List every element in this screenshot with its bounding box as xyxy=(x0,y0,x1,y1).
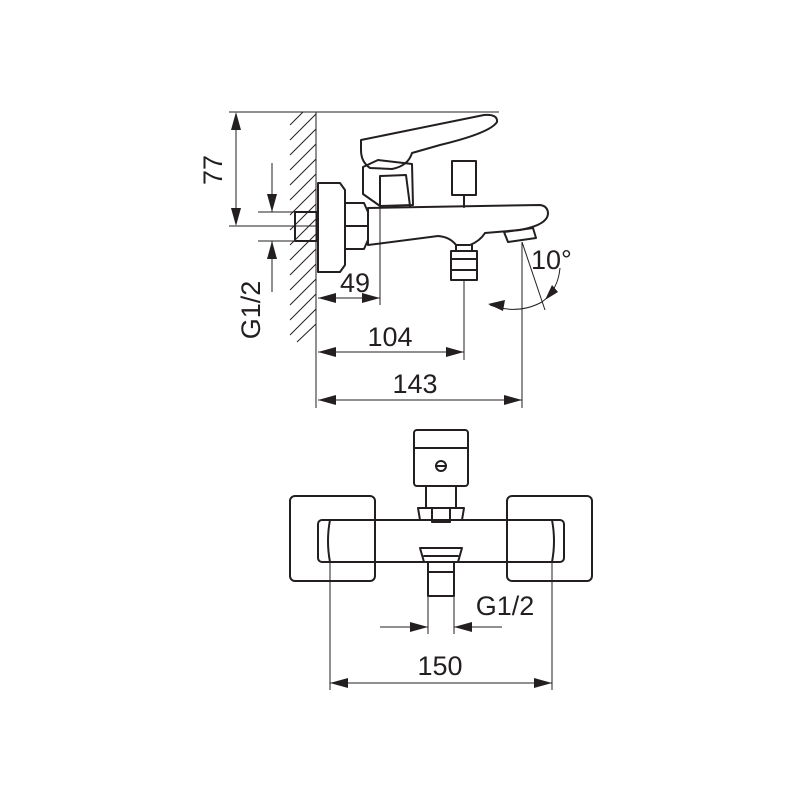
dim-150-label: 150 xyxy=(417,651,462,681)
dim-104-label: 104 xyxy=(367,322,412,352)
side-view: 77 G1/2 49 104 143 xyxy=(198,111,572,408)
dim-angle-10: 10° xyxy=(488,245,572,311)
dim-g12-side-label: G1/2 xyxy=(236,281,266,340)
dim-143: 143 xyxy=(318,369,522,405)
faucet-side-outline xyxy=(294,113,549,281)
front-view: G1/2 150 xyxy=(289,429,593,690)
dim-g12-front-label: G1/2 xyxy=(476,591,535,621)
dim-angle-label: 10° xyxy=(531,245,572,275)
dim-143-label: 143 xyxy=(392,369,437,399)
dim-77: 77 xyxy=(198,112,241,226)
faucet-front-outline xyxy=(289,429,593,597)
dim-g12-side: G1/2 xyxy=(236,163,277,339)
dim-g12-front: G1/2 xyxy=(380,591,534,632)
dim-77-label: 77 xyxy=(198,155,228,185)
dim-150: 150 xyxy=(330,651,552,688)
dim-104: 104 xyxy=(318,322,464,357)
dim-49: 49 xyxy=(318,268,380,303)
dim-49-label: 49 xyxy=(340,268,370,298)
wall-hatching xyxy=(289,111,317,343)
